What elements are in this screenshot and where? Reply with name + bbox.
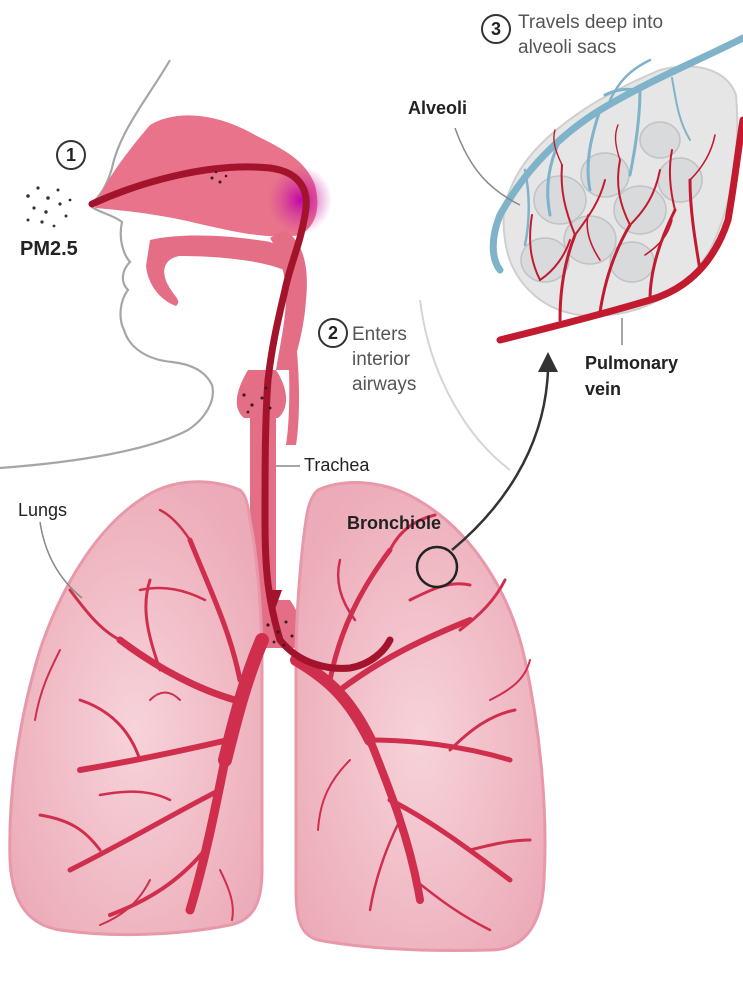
step-2-caption-line-1: Enters [352, 322, 416, 347]
lungs-label: Lungs [18, 500, 67, 521]
step-3-caption-line-2: alveoli sacs [518, 35, 663, 60]
alveoli-inset [493, 38, 743, 340]
step-3-caption: Travels deep into alveoli sacs [518, 10, 663, 60]
pulmonary-vein-label: Pulmonary vein [585, 350, 678, 402]
step-1-badge: 1 [56, 140, 86, 170]
step-2-number: 2 [328, 323, 338, 344]
soft-palate [146, 236, 289, 306]
head-back-outline [420, 300, 510, 470]
pulmonary-vein-label-line-1: Pulmonary [585, 350, 678, 376]
step-2-badge: 2 [318, 318, 348, 348]
alveoli-label: Alveoli [408, 98, 467, 119]
step-3-badge: 3 [481, 14, 511, 44]
step-2-caption: Enters interior airways [352, 322, 416, 397]
step-3-number: 3 [491, 19, 501, 40]
callout-arrow [452, 370, 548, 550]
trachea-label: Trachea [304, 455, 369, 476]
pulmonary-vein-label-line-2: vein [585, 376, 678, 402]
pm25-label: PM2.5 [20, 238, 78, 261]
pm-particles [26, 186, 71, 227]
callout-arrowhead [538, 352, 558, 372]
step-1-number: 1 [66, 145, 76, 166]
bronchiole-label: Bronchiole [347, 513, 441, 534]
step-2-caption-line-3: airways [352, 372, 416, 397]
step-2-caption-line-2: interior [352, 347, 416, 372]
step-3-caption-line-1: Travels deep into [518, 10, 663, 35]
